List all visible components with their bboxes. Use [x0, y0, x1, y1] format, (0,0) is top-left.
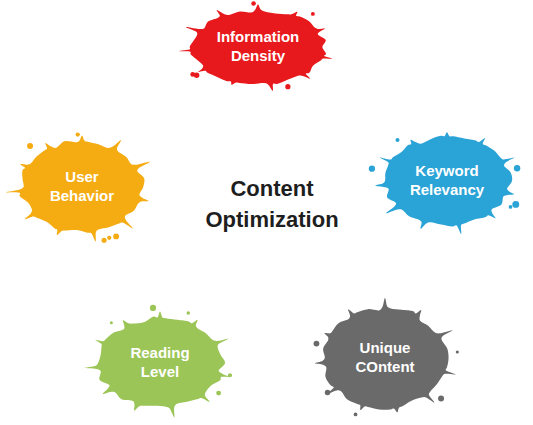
splat-drop	[251, 1, 256, 6]
splat-drop	[110, 321, 113, 324]
node-label: Unique COntent	[355, 339, 414, 377]
node-label: Keyword Relevancy	[410, 162, 484, 200]
splat-body	[84, 312, 230, 418]
splat-drop	[325, 390, 331, 396]
splat-drop	[514, 165, 520, 171]
splat-node: Information Density	[173, 0, 343, 94]
splat-drop	[102, 238, 107, 243]
splat-body	[375, 132, 514, 234]
splat-node: Keyword Relevancy	[367, 125, 527, 237]
splat-drop	[354, 413, 358, 417]
splat-drop	[512, 201, 519, 208]
splat-drop	[107, 236, 111, 240]
splat-drop	[76, 132, 80, 136]
splat-drop	[27, 143, 33, 149]
node-label: Information Density	[217, 28, 300, 66]
splat-drop	[509, 205, 513, 209]
splat-drop	[150, 305, 156, 311]
splat-drop	[285, 84, 290, 89]
splat-drop	[194, 73, 199, 78]
splat-node: Unique COntent	[307, 294, 463, 422]
node-label: Reading Level	[130, 344, 189, 382]
splat-drop	[228, 373, 232, 377]
node-label: User Behavior	[50, 168, 114, 206]
splat-drop	[311, 12, 315, 16]
splat-drop	[438, 395, 444, 401]
splat-drop	[396, 138, 400, 142]
splat-drop	[113, 233, 119, 239]
splat-node: Reading Level	[80, 306, 240, 420]
splat-drop	[456, 350, 459, 353]
splat-drop	[186, 311, 190, 315]
diagram-title: Content Optimization	[205, 174, 338, 236]
splat-body	[315, 298, 456, 412]
splat-drop	[314, 341, 320, 347]
splat-drop	[216, 391, 221, 396]
splat-drop	[369, 165, 375, 171]
splat-body	[179, 4, 332, 90]
splat-body	[6, 136, 150, 242]
splat-node: User Behavior	[4, 129, 160, 245]
